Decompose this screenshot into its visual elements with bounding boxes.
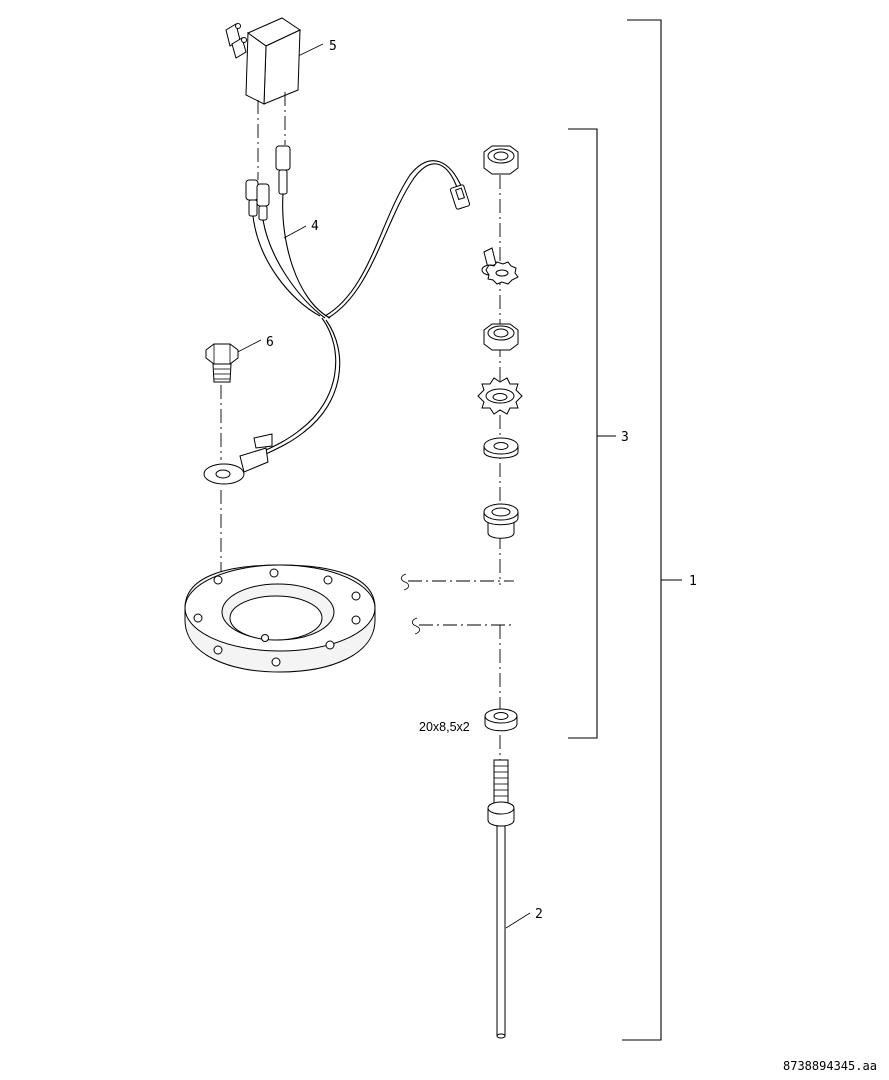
dimension-label: 20x8,5x2 <box>419 720 470 734</box>
callout-4: 4 <box>311 219 319 234</box>
callout-5: 5 <box>329 39 337 54</box>
flange-plate <box>184 564 376 673</box>
seal-washer-20x8-5x2 <box>484 708 518 732</box>
toothed-washer-small <box>485 261 519 285</box>
break-marker-upper <box>400 573 514 591</box>
callout-1: 1 <box>689 574 697 589</box>
callout-3: 3 <box>621 430 629 445</box>
plug-transformer <box>225 17 302 105</box>
middle-nut <box>483 323 519 351</box>
hex-bolt <box>205 343 239 383</box>
document-id: 8738894345.aa <box>783 1059 877 1073</box>
callout-6: 6 <box>266 335 274 350</box>
wiring-harness <box>203 145 471 485</box>
top-nut <box>483 145 519 175</box>
flat-washer <box>483 437 519 459</box>
lock-washer <box>477 377 523 415</box>
leader-4 <box>283 225 307 239</box>
bushing <box>483 503 519 539</box>
break-marker-lower <box>411 617 514 635</box>
callout-2: 2 <box>535 907 543 922</box>
sensor-probe <box>487 759 515 1039</box>
leader-2 <box>505 912 531 929</box>
bracket-assembly-1 <box>622 19 682 1041</box>
bracket-assembly-3 <box>568 128 616 739</box>
